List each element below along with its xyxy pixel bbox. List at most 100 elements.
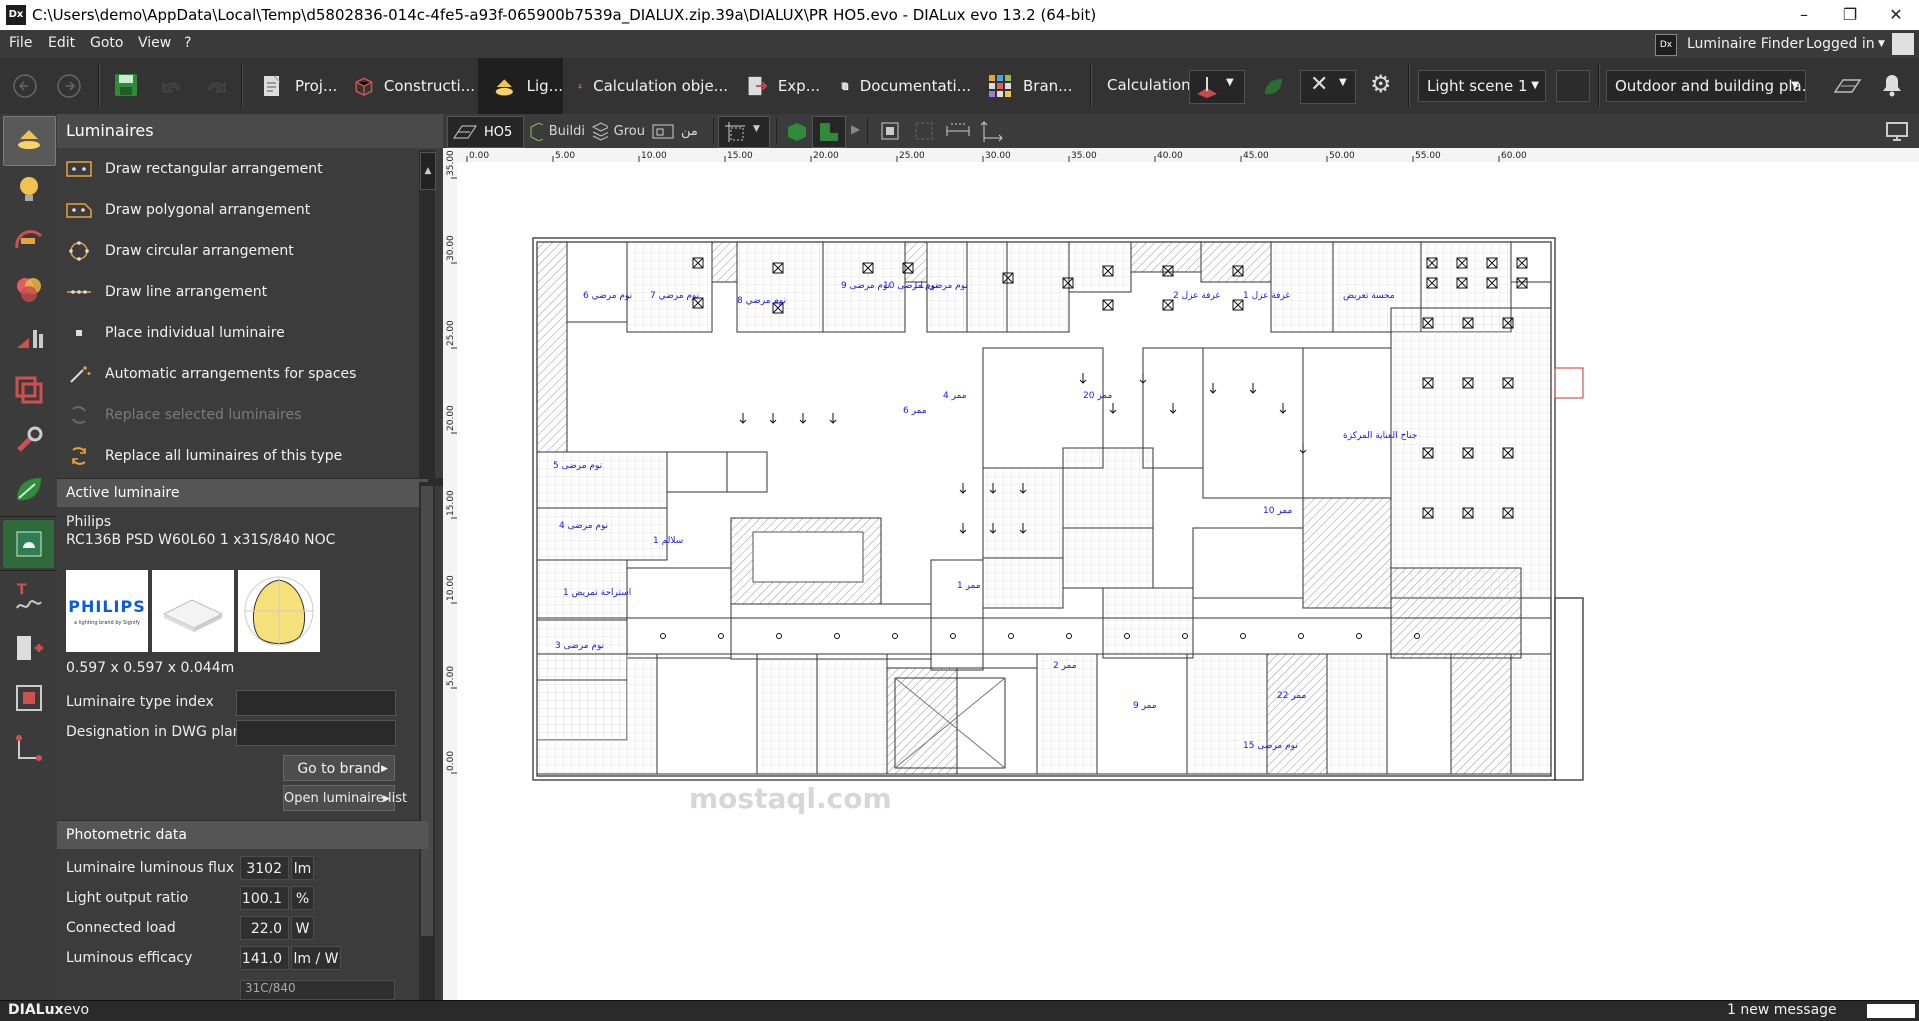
polygonal-arrangement-icon bbox=[66, 202, 92, 218]
svg-text:20 ممر: 20 ممر bbox=[1083, 391, 1112, 401]
draw-polygonal-arrangement[interactable]: Draw polygonal arrangement bbox=[57, 189, 419, 230]
undo-icon[interactable] bbox=[158, 76, 188, 96]
tab-construction[interactable]: Constructi... bbox=[340, 58, 475, 114]
rail-emergency-light[interactable] bbox=[3, 520, 54, 568]
rail-text[interactable]: T bbox=[3, 574, 54, 622]
open-luminaire-list-button[interactable]: Open luminaire list ▶ bbox=[283, 785, 407, 811]
chevron-right-icon[interactable]: ▶ bbox=[851, 122, 861, 136]
scroll-up-icon[interactable]: ▲ bbox=[420, 152, 436, 190]
light-scene-select[interactable]: Light scene 1 ▼ bbox=[1418, 70, 1546, 102]
scrollbar[interactable]: ▲ bbox=[419, 150, 436, 554]
rail-lamps[interactable] bbox=[3, 166, 54, 214]
rail-groups[interactable] bbox=[3, 366, 54, 414]
luminaire-symbol bbox=[1102, 265, 1114, 277]
rail-color[interactable] bbox=[3, 266, 54, 314]
tab-project[interactable]: Proj... bbox=[245, 58, 345, 114]
save-icon[interactable] bbox=[113, 72, 139, 98]
replace-all-luminaires[interactable]: Replace all luminaires of this type bbox=[57, 435, 419, 476]
tab-documentation[interactable]: Documentati... bbox=[826, 58, 971, 114]
leaf-icon[interactable] bbox=[1262, 76, 1284, 98]
rail-energy[interactable] bbox=[3, 466, 54, 514]
rail-tools[interactable] bbox=[3, 416, 54, 464]
rail-luminaires[interactable] bbox=[3, 116, 56, 166]
bar-chart-icon bbox=[17, 330, 43, 348]
svg-text:نوم مرضى 15: نوم مرضى 15 bbox=[1243, 741, 1298, 751]
place-individual-luminaire[interactable]: Place individual luminaire bbox=[57, 312, 419, 353]
light-bulb-icon bbox=[20, 177, 38, 201]
go-to-brand-button[interactable]: Go to brand ▶ bbox=[283, 755, 395, 781]
tab-brands[interactable]: Bran... bbox=[973, 58, 1073, 114]
light-scene-edit-button[interactable] bbox=[1556, 70, 1590, 102]
load-value: 22.0 bbox=[240, 916, 289, 940]
tab-room[interactable]: من bbox=[647, 116, 707, 146]
cancel-calculation-button[interactable]: ✕ ▼ bbox=[1300, 70, 1356, 104]
calculate-button[interactable]: ▼ bbox=[1189, 70, 1245, 104]
replace-selected-luminaires[interactable]: Replace selected luminaires bbox=[57, 394, 419, 435]
redo-icon[interactable] bbox=[200, 76, 230, 96]
luminaire-finder-button[interactable]: Dx Luminaire Finder bbox=[1655, 30, 1805, 58]
ruler-tick-label: 5.00 bbox=[446, 666, 456, 686]
tab-light[interactable]: Lig... bbox=[478, 58, 563, 114]
chevron-down-icon: ▼ bbox=[1339, 77, 1347, 88]
menu-help[interactable]: ? bbox=[184, 35, 192, 51]
tab-calculation-objects[interactable]: Calculation obje... bbox=[563, 58, 728, 114]
designation-input[interactable] bbox=[236, 720, 396, 746]
ruler-tick-label: 15.00 bbox=[727, 151, 753, 161]
tab-building[interactable]: Buildi bbox=[525, 116, 585, 146]
outdoor-building-select[interactable]: Outdoor and building pla... ▼ bbox=[1606, 70, 1806, 102]
draw-circular-arrangement[interactable]: Draw circular arrangement bbox=[57, 230, 419, 271]
tab-ho5[interactable]: HO5 bbox=[447, 116, 524, 148]
arrow-symbol bbox=[1109, 403, 1117, 414]
draw-rectangular-arrangement[interactable]: Draw rectangular arrangement bbox=[57, 148, 419, 189]
menu-edit[interactable]: Edit bbox=[48, 35, 76, 51]
rail-emergency[interactable] bbox=[3, 316, 54, 364]
gear-icon[interactable]: ⚙ bbox=[1370, 70, 1392, 98]
notification-bell-icon[interactable] bbox=[1880, 72, 1904, 98]
selection-mode-button[interactable]: ▼ bbox=[718, 116, 770, 148]
energy-leaf-icon bbox=[17, 478, 41, 501]
plan-view-icon[interactable] bbox=[1832, 76, 1862, 96]
floor-plan-button[interactable] bbox=[812, 116, 846, 148]
ceiling-light-icon bbox=[18, 130, 40, 149]
status-bar: DIALuxevo 1 new message bbox=[0, 1000, 1919, 1021]
light-icon bbox=[495, 79, 513, 96]
zoom-selection-icon[interactable] bbox=[913, 120, 935, 142]
left-icon-rail: T bbox=[0, 114, 58, 1000]
menu-goto[interactable]: Goto bbox=[90, 35, 124, 51]
building-icon bbox=[453, 125, 477, 139]
floor-plan-icon bbox=[820, 123, 838, 141]
tab-ground[interactable]: Grou bbox=[587, 116, 645, 146]
tab-export[interactable]: Exp... bbox=[730, 58, 820, 114]
luminaire-symbol bbox=[1516, 277, 1528, 289]
scrollbar[interactable] bbox=[419, 482, 435, 1000]
forward-arrow-icon[interactable] bbox=[56, 73, 82, 99]
automatic-arrangements[interactable]: Automatic arrangements for spaces bbox=[57, 353, 419, 394]
svg-text:نوم مرضي 6: نوم مرضي 6 bbox=[583, 291, 632, 301]
calculation-objects-icon bbox=[577, 83, 583, 89]
back-arrow-icon[interactable] bbox=[12, 73, 38, 99]
menu-view[interactable]: View bbox=[138, 35, 172, 51]
menu-file[interactable]: File bbox=[9, 35, 33, 51]
luminaire-symbol bbox=[1462, 447, 1474, 459]
rail-aiming[interactable] bbox=[3, 216, 54, 264]
move-axis-icon[interactable] bbox=[979, 118, 1005, 144]
draw-line-arrangement[interactable]: Draw line arrangement bbox=[57, 271, 419, 312]
cube-icon[interactable] bbox=[785, 120, 809, 142]
logged-in-menu[interactable]: Logged in ▼ bbox=[1806, 30, 1919, 58]
rail-measure[interactable] bbox=[3, 724, 54, 772]
new-message-notice[interactable]: 1 new message bbox=[1727, 1002, 1837, 1018]
rail-cutout[interactable] bbox=[3, 674, 54, 722]
minimize-button[interactable]: – bbox=[1800, 5, 1808, 24]
type-index-input[interactable] bbox=[236, 690, 396, 716]
close-window-button[interactable]: ✕ bbox=[1889, 5, 1903, 24]
scrollbar-thumb[interactable] bbox=[421, 486, 433, 936]
arrow-symbol bbox=[1249, 383, 1257, 394]
replace-all-icon bbox=[72, 446, 86, 465]
zoom-extents-icon[interactable] bbox=[879, 120, 901, 142]
measure-distance-icon[interactable] bbox=[945, 120, 971, 142]
maximize-button[interactable]: ❐ bbox=[1842, 5, 1858, 24]
rail-insert[interactable] bbox=[3, 624, 54, 672]
monitor-icon[interactable] bbox=[1885, 120, 1909, 142]
